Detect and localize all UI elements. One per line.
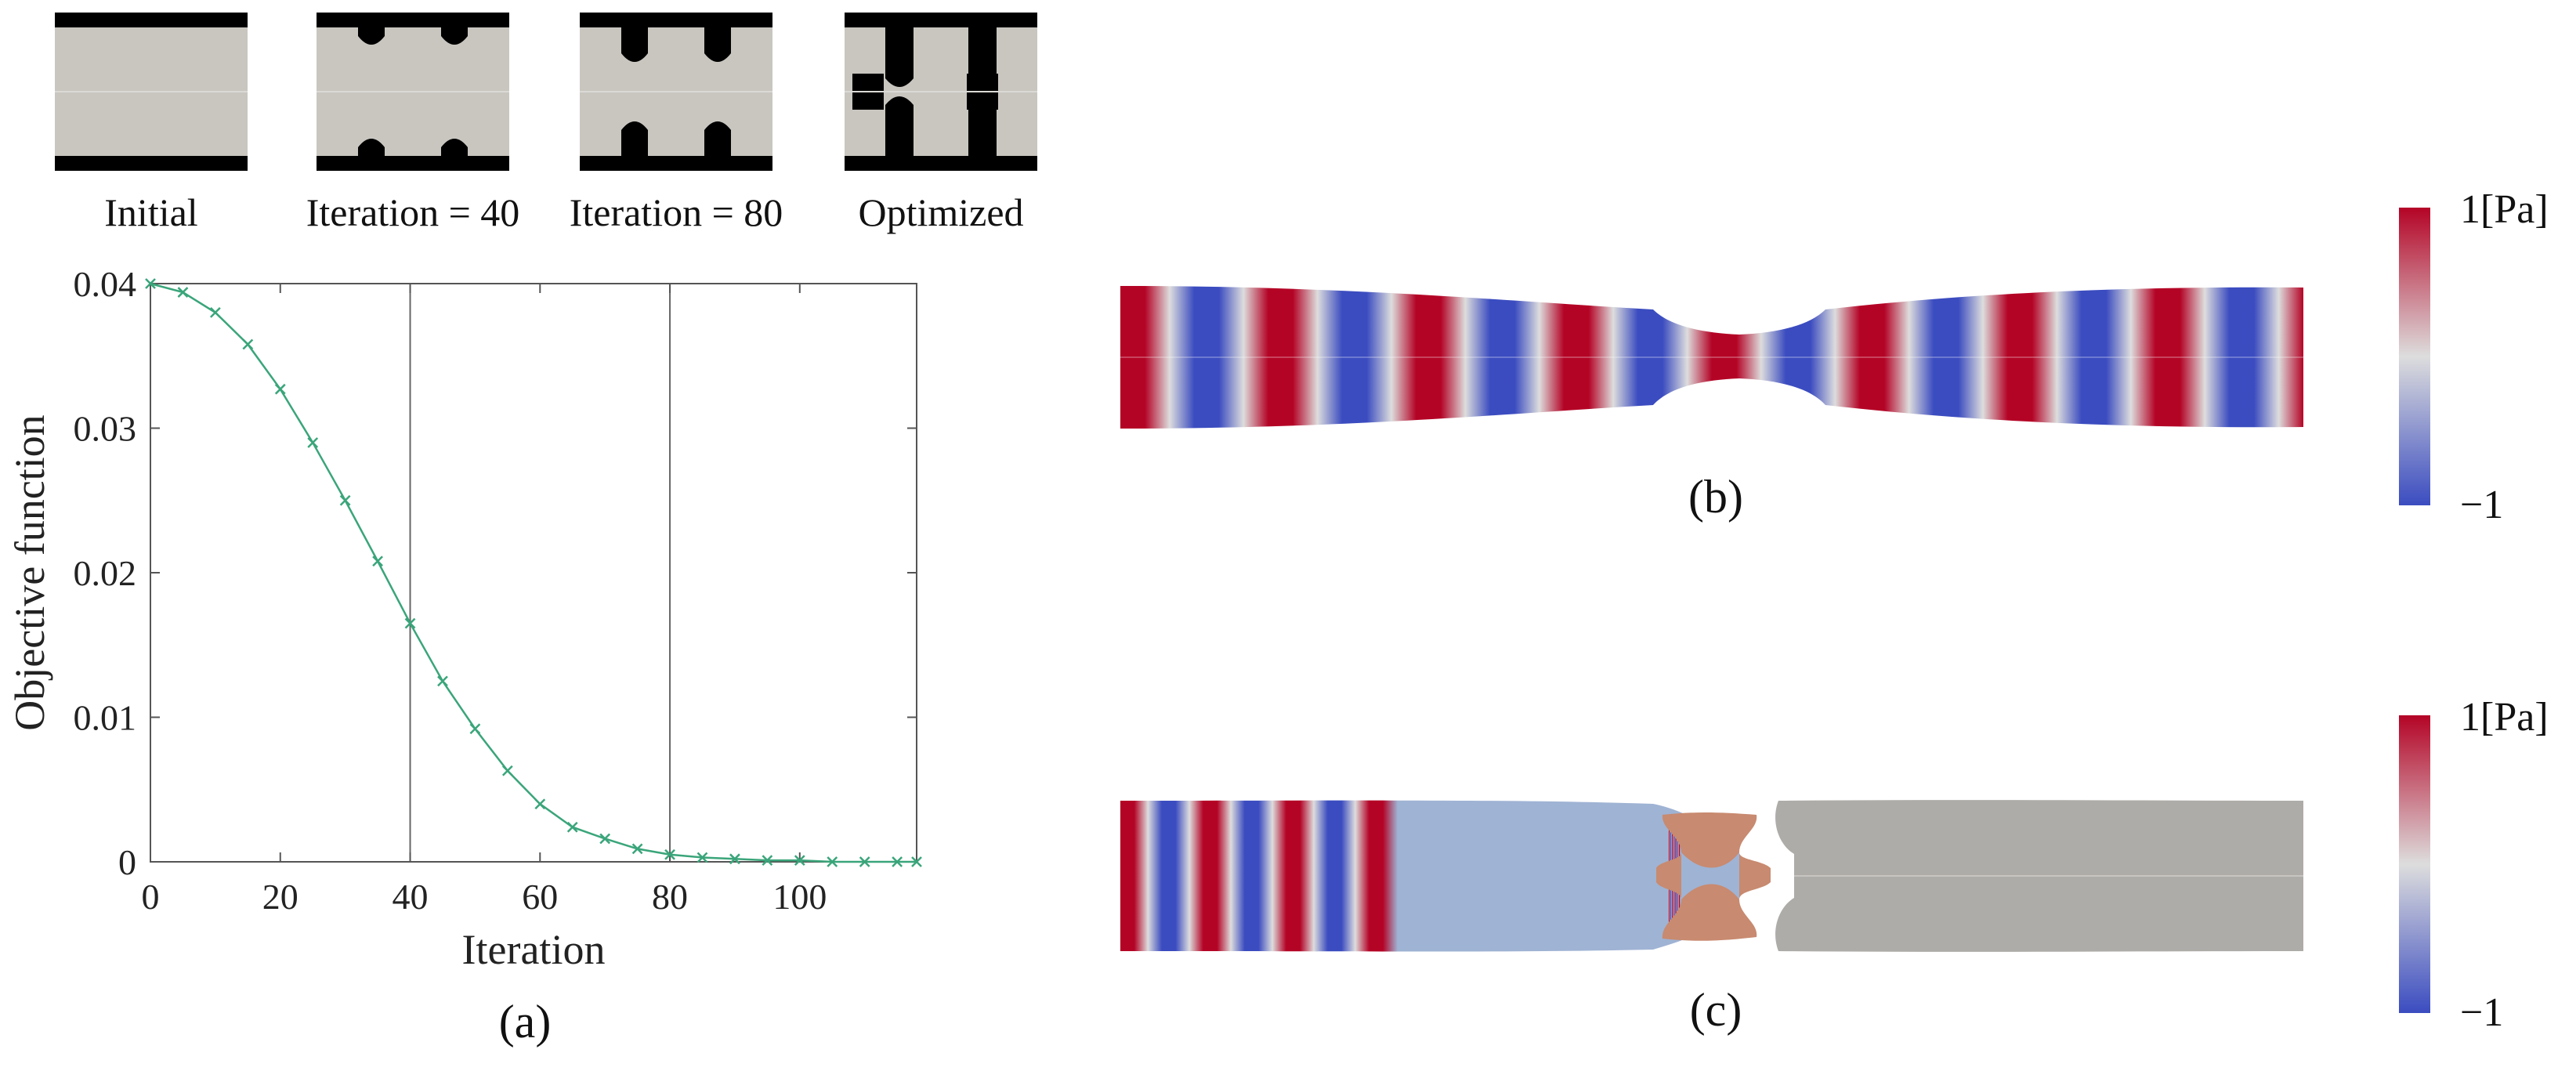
colorbar-c-min-label: −1	[2460, 990, 2504, 1035]
geometry-thumbnail	[845, 13, 1037, 171]
x-tick-label: 80	[652, 877, 688, 917]
data-point	[729, 853, 740, 865]
data-point	[664, 848, 675, 860]
panel-label-b: (b)	[1688, 471, 1743, 523]
y-tick-label: 0.01	[74, 698, 137, 738]
x-tick-label: 100	[772, 877, 827, 917]
colorbar-b	[2399, 208, 2430, 505]
x-tick-label: 0	[142, 877, 160, 917]
thumbnail-label: Iteration = 80	[569, 190, 783, 234]
thumbnail-label: Optimized	[858, 190, 1024, 234]
series-line	[150, 282, 917, 863]
pressure-field-b	[1120, 286, 2303, 429]
data-point	[469, 723, 481, 735]
y-tick-label: 0.02	[74, 553, 137, 593]
data-point	[794, 855, 805, 867]
y-tick-label: 0.03	[74, 409, 137, 449]
data-point	[566, 821, 578, 833]
data-point	[762, 855, 773, 867]
data-point	[501, 765, 513, 776]
colorbar-c	[2399, 715, 2430, 1013]
data-point	[339, 494, 351, 506]
data-point	[599, 833, 611, 845]
x-tick-label: 40	[393, 877, 429, 917]
data-point	[177, 287, 189, 298]
y-axis-label: Objective function	[6, 414, 53, 730]
geometry-thumbnail	[317, 13, 509, 171]
data-point	[859, 856, 870, 867]
data-point	[892, 856, 903, 867]
geometry-thumbnail	[55, 13, 248, 171]
colorbar-b-max-label: 1[Pa]	[2460, 187, 2549, 232]
data-point	[307, 437, 319, 448]
colorbar-b-min-label: −1	[2460, 483, 2504, 527]
geometry-thumbnail	[580, 13, 772, 171]
data-point	[209, 307, 221, 318]
colorbar-c-max-label: 1[Pa]	[2460, 695, 2549, 740]
y-tick-label: 0	[118, 842, 136, 882]
x-axis-label: Iteration	[462, 926, 606, 973]
pressure-field-c	[1120, 800, 2303, 952]
data-point	[145, 278, 156, 289]
data-point	[437, 675, 448, 687]
data-point	[372, 555, 383, 567]
data-point	[696, 852, 708, 863]
x-tick-label: 20	[262, 877, 298, 917]
y-tick-label: 0.04	[74, 264, 137, 304]
x-tick-label: 60	[522, 877, 558, 917]
data-point	[274, 383, 286, 395]
thumbnail-label: Iteration = 40	[306, 190, 520, 234]
plot-frame	[150, 283, 917, 863]
data-point	[534, 798, 546, 810]
data-point	[404, 617, 416, 629]
data-point	[911, 856, 922, 867]
panel-label-c: (c)	[1689, 984, 1742, 1036]
thumbnail-label: Initial	[104, 190, 198, 234]
data-point	[242, 338, 254, 350]
data-point	[827, 856, 838, 867]
panel-label-a: (a)	[498, 996, 552, 1047]
data-point	[631, 843, 643, 855]
